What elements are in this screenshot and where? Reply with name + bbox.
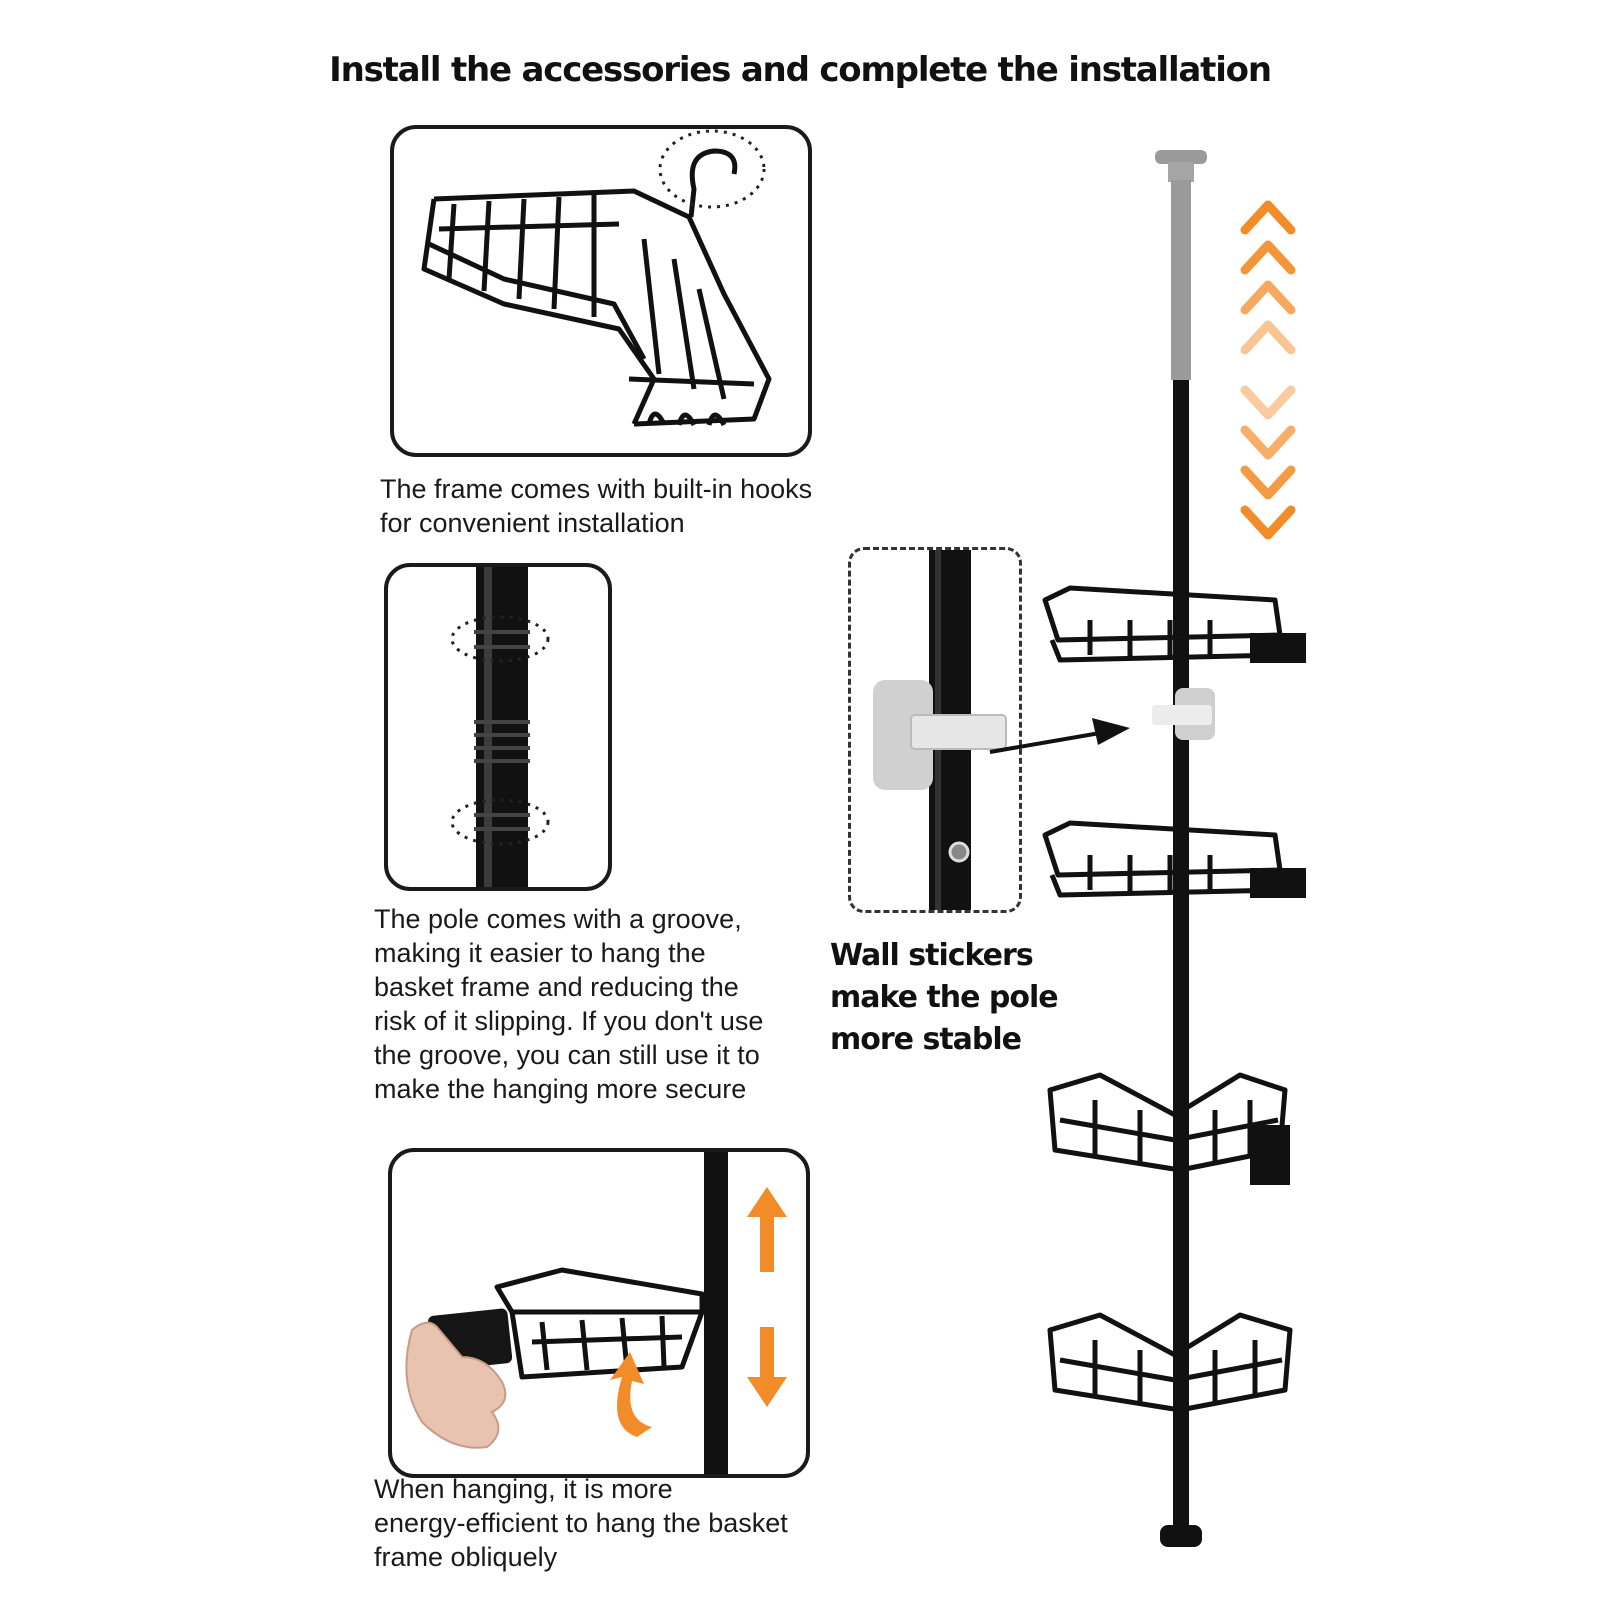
double-chevron-up-down-icon bbox=[1240, 200, 1296, 540]
bottom-foot bbox=[1160, 1525, 1202, 1547]
oblique-hanging-illustration bbox=[405, 1152, 787, 1474]
page-title: Install the accessories and complete the… bbox=[329, 50, 1272, 90]
grooved-pole-illustration bbox=[450, 567, 550, 887]
pole-main bbox=[1173, 380, 1189, 1525]
wall-sticker-inset bbox=[848, 547, 1022, 913]
groove-caption: The pole comes with a groove, making it … bbox=[374, 904, 764, 1104]
arrow-up-icon bbox=[747, 1187, 787, 1272]
basket-4 bbox=[1047, 1312, 1293, 1413]
hook-basket-illustration bbox=[421, 129, 772, 427]
hooks-caption: The frame comes with built-in hooks for … bbox=[380, 474, 813, 538]
hook-detail-panel bbox=[390, 125, 812, 457]
groove-detail-panel bbox=[384, 563, 612, 891]
basket-3 bbox=[1047, 1072, 1288, 1173]
hanging-detail-panel bbox=[388, 1148, 810, 1478]
basket-1 bbox=[1042, 585, 1283, 663]
arrow-down-icon bbox=[747, 1327, 787, 1407]
hanging-caption: When hanging, it is more energy-efficien… bbox=[374, 1474, 788, 1572]
top-cap bbox=[1155, 150, 1207, 164]
wall-sticker-illustration bbox=[873, 550, 1007, 910]
wall-stickers-note: Wall stickers make the pole more stable bbox=[830, 938, 1059, 1057]
arrow-curve-icon bbox=[610, 1352, 652, 1437]
basket-2 bbox=[1042, 820, 1283, 898]
pole-top-section bbox=[1171, 180, 1191, 380]
